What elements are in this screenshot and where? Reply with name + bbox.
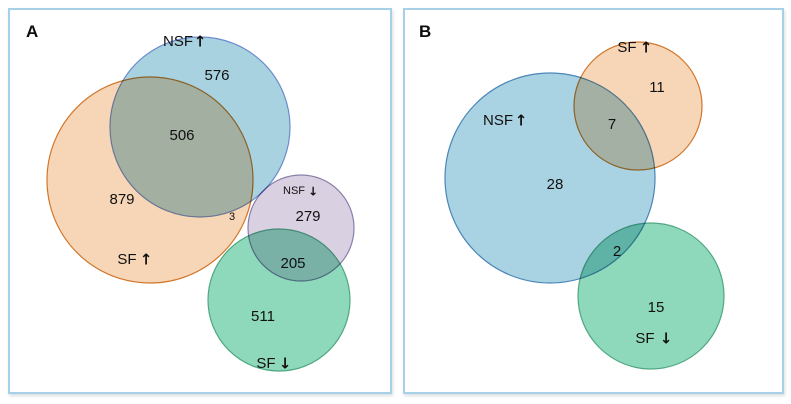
panel-a-set-labels: NSF ↑ SF ↑ NSF ↓ SF ↓ — [117, 33, 318, 373]
label-sf-up: SF — [117, 251, 136, 268]
label-nsf-down: NSF — [283, 185, 305, 197]
panel-a-venn-diagram: NSF ↑ SF ↑ NSF ↓ SF ↓ 576 506 879 3 279 … — [46, 33, 355, 373]
panel-b-set-labels: NSF ↑ SF ↑ SF ↓ — [483, 39, 672, 348]
count-sf-up-exclusive: 11 — [649, 79, 665, 96]
circle-sf-up[interactable] — [573, 41, 703, 171]
arrow-up-icon-nsf-up: ↑ — [194, 33, 207, 51]
label-sf-down: SF — [256, 355, 275, 372]
circle-sf-down[interactable] — [207, 228, 351, 372]
arrow-down-icon-sf-down: ↓ — [660, 330, 673, 348]
label-sf-up: SF — [617, 39, 636, 56]
label-nsf-up: NSF — [163, 33, 193, 50]
arrow-up-icon-sf-up: ↑ — [140, 251, 153, 269]
count-nsfup-sfup-intersection: 506 — [169, 127, 194, 144]
panel-a-counts: 576 506 879 3 279 205 511 — [109, 67, 320, 325]
panel-b: B NSF ↑ SF ↑ SF ↓ 28 1 — [403, 8, 784, 394]
panel-b-label: B — [419, 22, 432, 41]
panel-b-venn-diagram: NSF ↑ SF ↑ SF ↓ 28 11 7 2 15 — [444, 39, 725, 370]
count-nsfdown-sfdown-intersection: 205 — [280, 255, 305, 272]
label-nsf-up: NSF — [483, 112, 513, 129]
panel-a-circles — [46, 36, 355, 372]
arrow-down-icon-nsf-down: ↓ — [308, 185, 318, 199]
arrow-up-icon-sf-up: ↑ — [640, 39, 653, 57]
label-sf-down: SF — [635, 330, 654, 347]
arrow-down-icon-sf-down: ↓ — [279, 355, 292, 373]
count-sfup-nsfdown-intersection: 3 — [229, 211, 235, 223]
count-nsf-down-exclusive: 279 — [295, 208, 320, 225]
panel-a-label: A — [26, 22, 39, 41]
arrow-up-icon-nsf-up: ↑ — [515, 112, 528, 130]
panel-a: A NSF ↑ SF ↑ NSF ↓ SF ↓ — [8, 8, 392, 394]
count-nsf-up-exclusive: 576 — [204, 67, 229, 84]
circle-sf-up[interactable] — [46, 76, 254, 284]
panel-b-circles — [444, 41, 725, 370]
panel-b-counts: 28 11 7 2 15 — [547, 79, 665, 316]
count-nsfup-sfup-intersection: 7 — [608, 116, 616, 133]
count-sf-down-exclusive: 511 — [251, 308, 275, 325]
count-nsf-up-exclusive: 28 — [547, 176, 564, 193]
count-sf-up-exclusive: 879 — [109, 191, 134, 208]
circle-sf-down[interactable] — [577, 222, 725, 370]
count-nsfup-sfdown-intersection: 2 — [613, 243, 621, 260]
count-sf-down-exclusive: 15 — [648, 299, 665, 316]
